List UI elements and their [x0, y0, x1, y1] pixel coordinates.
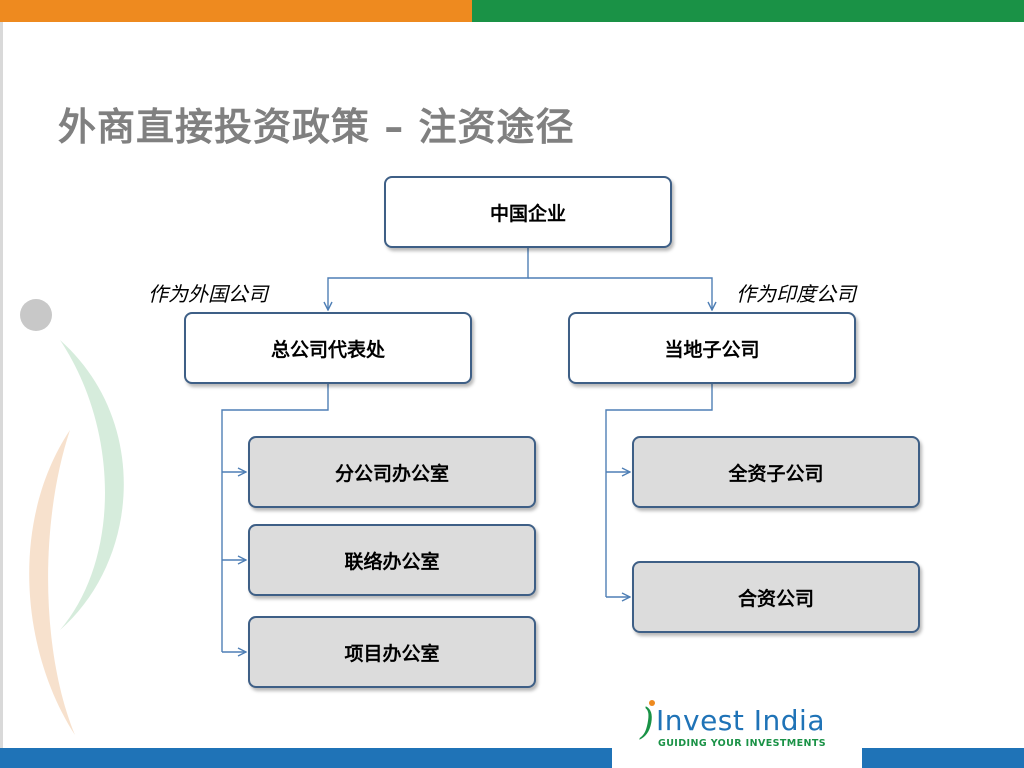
node-left-child-2-label: 联络办公室 — [344, 550, 440, 573]
grey-dot — [20, 299, 52, 331]
logo-tagline: GUIDING YOUR INVESTMENTS — [658, 738, 826, 749]
node-right-branch-label: 当地子公司 — [664, 338, 760, 361]
node-left-child-2: 联络办公室 — [248, 524, 536, 596]
node-root: 中国企业 — [384, 176, 672, 248]
node-left-child-3: 项目办公室 — [248, 616, 536, 688]
node-left-child-1-label: 分公司办公室 — [334, 462, 449, 485]
logo-dot-icon — [649, 700, 655, 706]
connector-right-trunk — [605, 384, 713, 597]
edge-label-right: 作为印度公司 — [736, 282, 856, 306]
green-swoosh — [60, 340, 124, 630]
logo-brand: Invest India — [656, 704, 825, 737]
bottom-bar-blue-right — [862, 748, 1024, 768]
node-root-label: 中国企业 — [489, 202, 566, 225]
connector-root-left — [328, 248, 529, 310]
node-left-child-3-label: 项目办公室 — [344, 642, 440, 665]
connector-root-right — [528, 277, 712, 310]
node-left-branch-label: 总公司代表处 — [270, 338, 385, 361]
edge-label-left: 作为外国公司 — [148, 282, 268, 306]
node-right-branch: 当地子公司 — [568, 312, 856, 384]
page-title: 外商直接投资政策 – 注资途径 — [58, 105, 575, 149]
node-left-branch: 总公司代表处 — [184, 312, 472, 384]
node-right-child-2: 合资公司 — [632, 561, 920, 633]
node-right-child-1: 全资子公司 — [632, 436, 920, 508]
connector-left-trunk — [221, 384, 329, 652]
logo-swoosh-icon: ) — [640, 702, 655, 743]
node-left-child-1: 分公司办公室 — [248, 436, 536, 508]
top-bar-green — [472, 0, 1024, 22]
bottom-bar-blue-left — [0, 748, 612, 768]
orange-swoosh — [29, 430, 75, 735]
node-right-child-2-label: 合资公司 — [737, 587, 814, 610]
bottom-bar-gap — [612, 748, 862, 768]
invest-india-logo: ) Invest India GUIDING YOUR INVESTMENTS — [640, 700, 840, 749]
left-edge-line — [0, 22, 3, 748]
node-right-child-1-label: 全资子公司 — [728, 462, 824, 485]
top-bar-orange — [0, 0, 472, 22]
